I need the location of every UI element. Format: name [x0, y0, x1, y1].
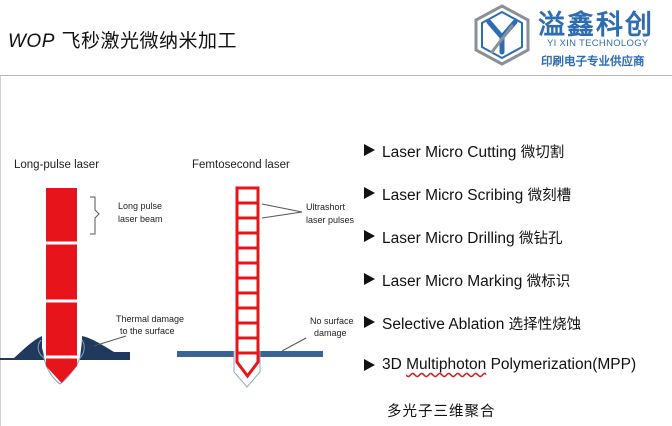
laser-comparison-diagram: Long-pulse laser Long pulse laser beam T…	[0, 159, 355, 388]
application-zh: 微刻槽	[527, 188, 572, 204]
arrow-bullet-icon	[364, 316, 375, 328]
long-pulse-beam-label-1: Long pulse	[118, 201, 162, 211]
application-zh: 微标识	[526, 274, 571, 290]
pulse-pointer-lower	[261, 211, 303, 219]
long-pulse-surface-right	[80, 336, 130, 360]
list-item: Laser Micro Scribing 微刻槽	[364, 184, 636, 227]
arrow-bullet-icon	[364, 359, 375, 371]
list-item: Laser Micro Drilling 微钻孔	[364, 227, 636, 270]
application-en-suffix: Polymerization(MPP)	[486, 356, 637, 373]
application-en: Laser Micro Scribing	[382, 187, 524, 204]
long-pulse-title: Long-pulse laser	[14, 159, 99, 171]
brand-name-en: YI XIN TECHNOLOGY	[547, 38, 649, 49]
application-en-spellcheck-word: Multiphoton	[406, 356, 487, 373]
application-zh: 选择性烧蚀	[508, 317, 582, 333]
brand-name: 溢鑫科创	[538, 10, 654, 41]
list-item: Laser Micro Marking 微标识	[364, 270, 636, 313]
thermal-damage-label-1: Thermal damage	[116, 314, 184, 324]
application-zh-wrapped: 多光子三维聚合	[387, 404, 496, 420]
applications-list: Laser Micro Cutting 微切割 Laser Micro Scri…	[364, 141, 636, 399]
application-zh: 微切割	[520, 145, 565, 161]
brand-tagline: 印刷电子专业供应商	[541, 54, 645, 68]
thermal-damage-outline	[37, 339, 85, 385]
clean-ablation-outline	[233, 351, 261, 388]
application-en-prefix: 3D	[382, 356, 407, 373]
thermal-damage-label-2: to the surface	[120, 326, 175, 336]
page-title: WOP 飞秒激光微纳米加工	[8, 26, 237, 53]
pulse-pointer-upper	[261, 203, 303, 213]
content-left-border	[0, 75, 1, 426]
femtosecond-title: Femtosecond laser	[192, 159, 290, 171]
page-title-latin: WOP	[8, 31, 55, 52]
page-title-cjk: 飞秒激光微纳米加工	[61, 30, 237, 52]
list-item: Selective Ablation 选择性烧蚀	[364, 313, 636, 356]
application-en: Laser Micro Cutting	[382, 144, 517, 161]
femtosecond-pulse-train	[235, 186, 260, 379]
femtosecond-beam-outline	[235, 186, 260, 379]
list-item: Laser Micro Cutting 微切割	[364, 141, 636, 184]
application-zh: 微钻孔	[518, 231, 563, 247]
long-pulse-surface-left	[0, 336, 44, 360]
application-en: Selective Ablation	[382, 316, 505, 333]
list-item: 3D Multiphoton Polymerization(MPP)	[364, 356, 636, 399]
no-damage-label-2: damage	[314, 328, 347, 338]
ultrashort-label-2: laser pulses	[306, 215, 355, 225]
application-en: Laser Micro Marking	[382, 273, 523, 290]
arrow-bullet-icon	[364, 187, 375, 199]
long-pulse-beam	[46, 188, 77, 383]
arrow-bullet-icon	[364, 144, 375, 156]
ultrashort-label-1: Ultrashort	[306, 202, 346, 212]
thermal-damage-pointer	[93, 335, 127, 347]
application-en: Laser Micro Drilling	[382, 230, 515, 247]
no-damage-label-1: No surface	[310, 316, 354, 326]
yx-hexagon-logo-icon	[474, 4, 530, 66]
beam-bracket	[90, 196, 100, 235]
arrow-bullet-icon	[364, 273, 375, 285]
no-damage-pointer	[281, 337, 307, 352]
arrow-bullet-icon	[364, 230, 375, 242]
header-divider	[0, 75, 672, 76]
long-pulse-beam-label-2: laser beam	[118, 214, 163, 224]
